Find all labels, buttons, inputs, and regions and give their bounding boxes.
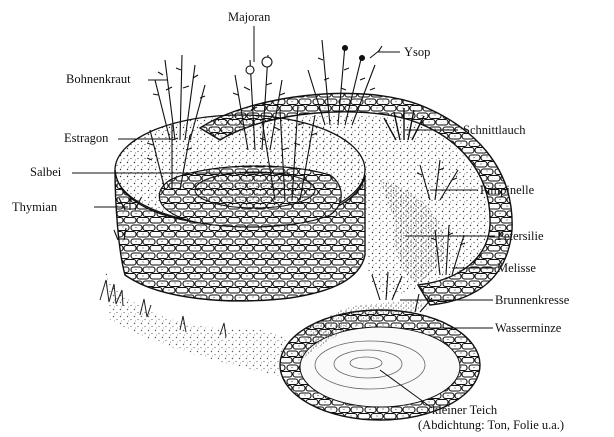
label-petersilie: Petersilie: [497, 229, 544, 243]
inner-spiral-tower: [115, 115, 365, 301]
label-thymian: Thymian: [12, 200, 57, 214]
pond: [280, 300, 480, 420]
label-bohnenkraut: Bohnenkraut: [66, 72, 131, 86]
label-abdichtung: (Abdichtung: Ton, Folie u.a.): [418, 418, 564, 432]
label-majoran: Majoran: [228, 10, 270, 24]
label-melisse: Melisse: [497, 261, 536, 275]
label-wasserminze: Wasserminze: [495, 321, 561, 335]
label-salbei: Salbei: [30, 165, 61, 179]
label-schnittlauch: Schnittlauch: [463, 123, 526, 137]
label-ysop: Ysop: [404, 45, 430, 59]
label-estragon: Estragon: [64, 131, 108, 145]
label-pimpinelle: Pimpinelle: [480, 183, 534, 197]
label-kleiner-teich: kleiner Teich: [432, 403, 497, 417]
label-brunnenkresse: Brunnenkresse: [495, 293, 569, 307]
